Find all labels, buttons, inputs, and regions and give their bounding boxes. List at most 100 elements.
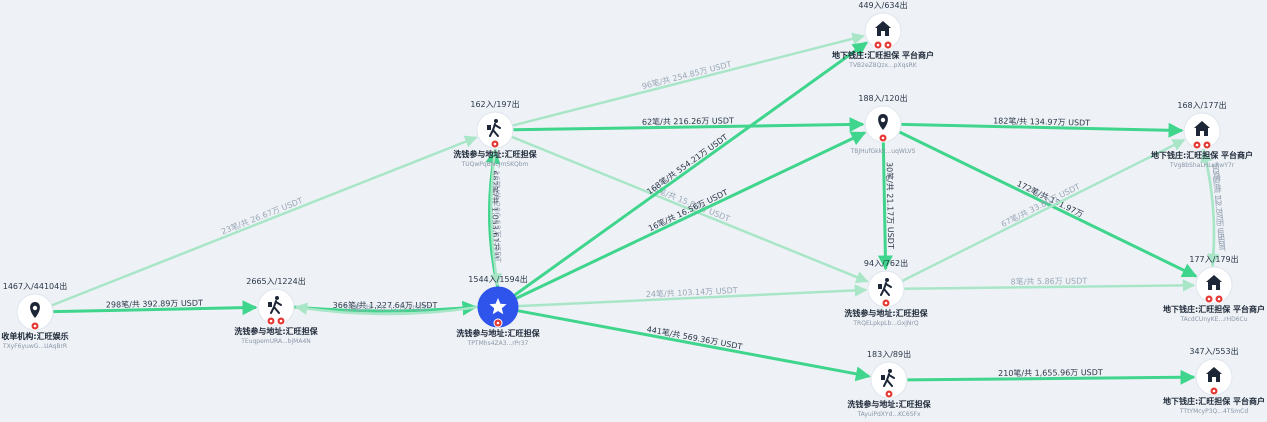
node-label: 收单机构:汇旺娱乐 [1, 331, 68, 341]
edge-line[interactable] [294, 302, 479, 316]
edge-line[interactable] [489, 147, 502, 287]
location-pin-icon [30, 302, 40, 318]
walker-icon [487, 119, 501, 137]
node-address: TTtYMcyP3Q...4TSmCd [1179, 408, 1248, 415]
edge-line[interactable] [898, 130, 1198, 278]
node-address: TVB2eZ8Qzx...pXqsRK [848, 62, 917, 69]
edge-line[interactable] [517, 309, 871, 382]
edge-n4-n6[interactable]: 62笔/共 216.26万 USDT [512, 115, 865, 133]
node-address: TAcdCUnyKE...rHD6Cu [1179, 316, 1247, 323]
risk-badge-icon [266, 316, 276, 326]
location-pin-icon [878, 114, 888, 130]
node-stats: 449入/634出 [858, 0, 907, 10]
edge-n7-n10[interactable]: 8笔/共 5.86万 USDT [903, 276, 1196, 292]
risk-badge-icon [1192, 140, 1202, 150]
walker-icon [268, 296, 282, 314]
node-address: TVg8bShaLHLeRwY7r [1169, 162, 1235, 169]
risk-badge-icon [1209, 386, 1219, 396]
node-stats: 168入/177出 [1177, 100, 1226, 110]
edge-label: 168笔/共 554.21万 USDT [645, 132, 730, 197]
node-label: 地下钱庄:汇旺担保 平台商户 [832, 50, 934, 60]
node-stats: 2665入/1224出 [246, 276, 305, 286]
edge-n3-n2[interactable]: 10笔/共 18.52万 USDT [294, 302, 479, 316]
node-stats: 94入/762出 [864, 258, 908, 268]
edge-n6-n7[interactable]: 30笔/共 21.17万 USDT [877, 141, 897, 271]
edge-line[interactable] [51, 135, 478, 307]
merchant-icon [1206, 367, 1222, 382]
edge-label: 62笔/共 216.26万 USDT [642, 115, 734, 126]
node-stats: 188入/120出 [858, 93, 907, 103]
merchant-icon [1206, 275, 1222, 290]
node-stats: 1467入/44104出 [3, 281, 68, 291]
risk-badge-icon [873, 40, 883, 50]
merchant-icon [1194, 121, 1210, 136]
edge-label: 182笔/共 134.97万 USDT [993, 115, 1090, 127]
node-label: 洗钱参与地址:汇旺担保 [847, 399, 931, 409]
edge-line[interactable] [906, 369, 1196, 385]
edge-label: 24笔/共 103.14万 USDT [646, 285, 738, 299]
edge-line[interactable] [901, 138, 1186, 283]
edge-n1-n2[interactable]: 298笔/共 392.89万 USDT [52, 298, 258, 316]
edge-n4-n3[interactable]: 16笔/共 286.53万 USDT [489, 147, 503, 287]
edge-line[interactable] [517, 284, 868, 308]
edge-line[interactable] [511, 135, 869, 284]
risk-badge-icon [881, 298, 891, 308]
edge-n3-n8[interactable]: 441笔/共 569.36万 USDT [517, 309, 871, 382]
node-label: 地下钱庄:汇旺担保 平台商户 [1151, 150, 1253, 160]
node-circle[interactable] [257, 288, 295, 326]
edge-line[interactable] [900, 122, 1184, 138]
edge-n3-n7[interactable]: 24笔/共 103.14万 USDT [517, 284, 868, 308]
edge-line[interactable] [512, 32, 865, 127]
edge-label: 23笔/共 26.67万 USDT [220, 195, 305, 236]
node-address: TPTMhs4ZA3...rPr37 [467, 340, 529, 347]
edge-n8-n11[interactable]: 210笔/共 1,655.96万 USDT [906, 367, 1196, 385]
merchant-icon [875, 21, 891, 36]
node-address: TBJHufGkkk...uqWLVS [850, 148, 916, 155]
edge-n6-n9[interactable]: 182笔/共 134.97万 USDT [900, 115, 1184, 138]
node-stats: 1544入/1594出 [468, 274, 527, 284]
walker-icon [878, 278, 892, 296]
edge-label: 10笔/共 18.52万 USDT [344, 303, 431, 313]
node-stats: 347入/553出 [1189, 346, 1238, 356]
edge-line[interactable] [1200, 149, 1216, 268]
edge-line[interactable] [515, 131, 867, 300]
edge-line[interactable] [512, 117, 865, 133]
edge-line[interactable] [877, 141, 893, 271]
risk-badge-icon [276, 316, 286, 326]
edge-line[interactable] [52, 300, 258, 316]
node-address: TEuqpemURA...bjMA4N [240, 338, 311, 345]
node-stats: 162入/197出 [470, 99, 519, 109]
risk-badge-icon [30, 321, 40, 331]
risk-badge-icon [1214, 294, 1224, 304]
edge-label: 30笔/共 21.17万 USDT [885, 162, 897, 249]
node-stats: 177入/179出 [1189, 254, 1238, 264]
edge-label: 96笔/共 254.85万 USDT [641, 59, 733, 91]
node-label: 洗钱参与地址:汇旺担保 [456, 328, 540, 338]
edge-label: 210笔/共 1,655.96万 USDT [998, 367, 1103, 378]
node-address: TXyF6yuwG...UAqBrR [2, 343, 67, 350]
edge-line[interactable] [513, 41, 868, 297]
edge-n7-n9[interactable]: 67笔/共 33.80万 USDT [901, 138, 1186, 283]
risk-badge-icon [878, 133, 888, 143]
node-address: TRQELpkpLb...GxjNrQ [852, 320, 918, 327]
edge-label: 8笔/共 5.86万 USDT [1011, 276, 1088, 287]
node-n6[interactable]: 188入/120出 TBJHufGkkk...uqWLVS [850, 93, 916, 155]
risk-badge-icon [1202, 140, 1212, 150]
edge-n4-n5[interactable]: 96笔/共 254.85万 USDT [512, 32, 865, 127]
node-label: 洗钱参与地址:汇旺担保 [234, 326, 318, 336]
node-label: 洗钱参与地址:汇旺担保 [844, 308, 928, 318]
edge-line[interactable] [903, 279, 1196, 292]
